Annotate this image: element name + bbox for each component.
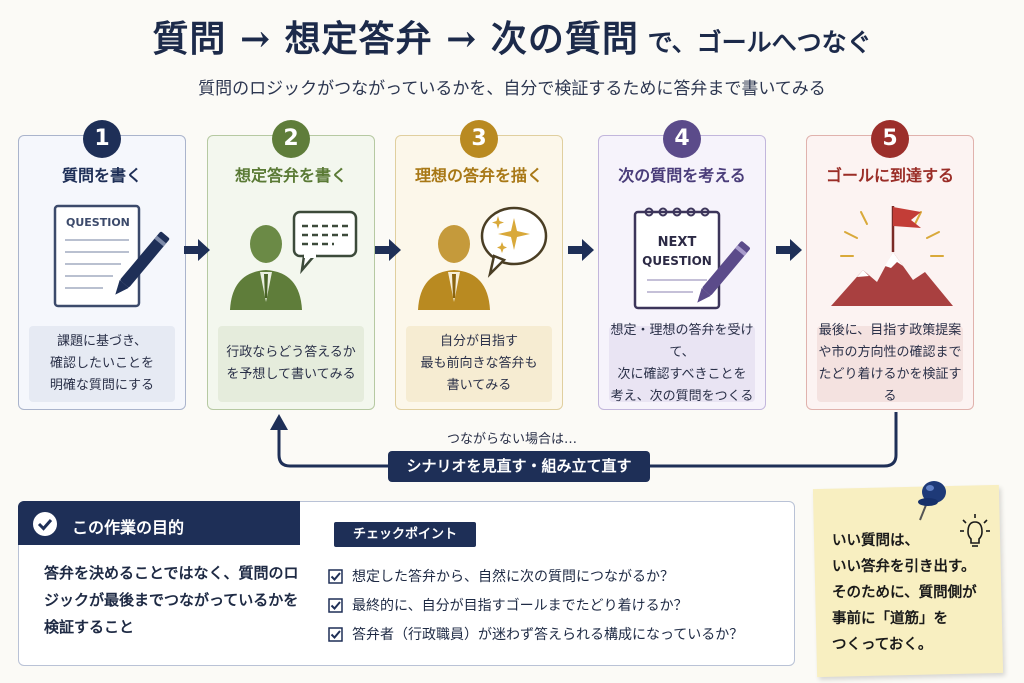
step-description: 自分が目指す 最も前向きな答弁も 書いてみる [406, 326, 552, 402]
push-pin-icon [918, 481, 946, 521]
purpose-text: 答弁を決めることではなく、質問のロジックが最後までつながっているかを検証すること [44, 564, 299, 636]
checkbox-icon [328, 568, 343, 584]
checkpoint-item: 想定した答弁から、自然に次の質問につながるか？ [328, 566, 674, 586]
notepad-icon: NEXT QUESTION [633, 207, 750, 310]
step-title: 想定答弁を書く [234, 166, 347, 185]
step-description: 想定・理想の答弁を受けて、 次に確認すべきことを 考え、次の質問をつくる [609, 323, 755, 404]
page-title: 質問 → 想定答弁 → 次の質問 で、ゴールへつなぐ [0, 10, 1024, 62]
step-description: 最後に、目指す政策提案 や市の方向性の確認まで たどり着けるかを検証する [817, 323, 963, 404]
checkbox-icon [328, 626, 343, 642]
step-title: 次の質問を考える [618, 166, 746, 185]
person-sparkle-icon [418, 206, 548, 310]
step-number-badge: 5 [871, 120, 909, 158]
step-description: 課題に基づき、 確認したいことを 明確な質問にする [29, 326, 175, 402]
step-title: ゴールに到達する [825, 166, 954, 185]
next-label: NEXT [658, 235, 697, 250]
checkpoint-text: 答弁者（行政職員）が迷わず答えられる構成になっているか？ [352, 627, 744, 643]
checkbox-icon [328, 597, 343, 613]
pencil-document-icon: QUESTION [53, 204, 170, 308]
checkpoint-label: チェックポイント [334, 522, 476, 547]
flow-arrow-icon [776, 239, 802, 261]
person-speech-icon [230, 210, 358, 310]
question-label: QUESTION [66, 216, 130, 229]
mountain-flag-icon [831, 206, 953, 306]
page-subtitle: 質問のロジックがつながっているかを、自分で検証するために答弁まで書いてみる [198, 79, 826, 99]
flow-arrow-icon [184, 239, 210, 261]
flow-arrow-icon [375, 239, 401, 261]
purpose-title: この作業の目的 [72, 518, 185, 537]
title-tail: で、ゴールへつなぐ [638, 28, 872, 57]
question-label: QUESTION [642, 254, 712, 268]
checkpoint-item: 最終的に、自分が目指すゴールまでたどり着けるか？ [328, 595, 688, 615]
step-title: 理想の答弁を描く [414, 166, 543, 185]
purpose-header [18, 501, 300, 545]
review-scenario-label: シナリオを見直す・組み立て直す [388, 451, 650, 482]
step-description: 行政ならどう答えるか を予想して書いてみる [218, 326, 364, 402]
check-circle-icon [33, 512, 57, 536]
step-card-2: 2 想定答弁を書く 行政ならどう答えるか を予想して書いてみる [207, 120, 375, 410]
loop-note: つながらない場合は… [446, 432, 577, 447]
checkpoint-text: 最終的に、自分が目指すゴールまでたどり着けるか？ [352, 598, 688, 614]
step-card-3: 3 理想の答弁を描く 自分が目指す 最も前向きな答弁も 書いてみる [395, 120, 563, 410]
checkpoint-item: 答弁者（行政職員）が迷わず答えられる構成になっているか？ [328, 624, 743, 644]
step-card-1: 1 質問を書く QUESTION 課題に基づき、 確認したいことを 明確な質問に… [18, 120, 186, 410]
step-card-4: 4 次の質問を考える NEXT QUESTION 想定・理想の答弁を受けて、 次… [598, 120, 766, 410]
lightbulb-icon [960, 514, 990, 547]
step-number-badge: 3 [460, 120, 498, 158]
step-number-badge: 4 [663, 120, 701, 158]
sticky-note-text: いい質問は、 いい答弁を引き出す。 そのために、質問側が 事前に「道筋」を つく… [832, 533, 977, 653]
title-main: 質問 → 想定答弁 → 次の質問 [152, 18, 639, 60]
checkpoint-text: 想定した答弁から、自然に次の質問につながるか？ [352, 569, 674, 585]
flow-arrow-icon [568, 239, 594, 261]
step-card-5: 5 ゴールに到達する 最後に、目指す政策提案 や市の方向性の確認まで たどり着け… [806, 120, 974, 410]
step-number-badge: 1 [83, 120, 121, 158]
step-number-badge: 2 [272, 120, 310, 158]
step-title: 質問を書く [61, 166, 142, 185]
